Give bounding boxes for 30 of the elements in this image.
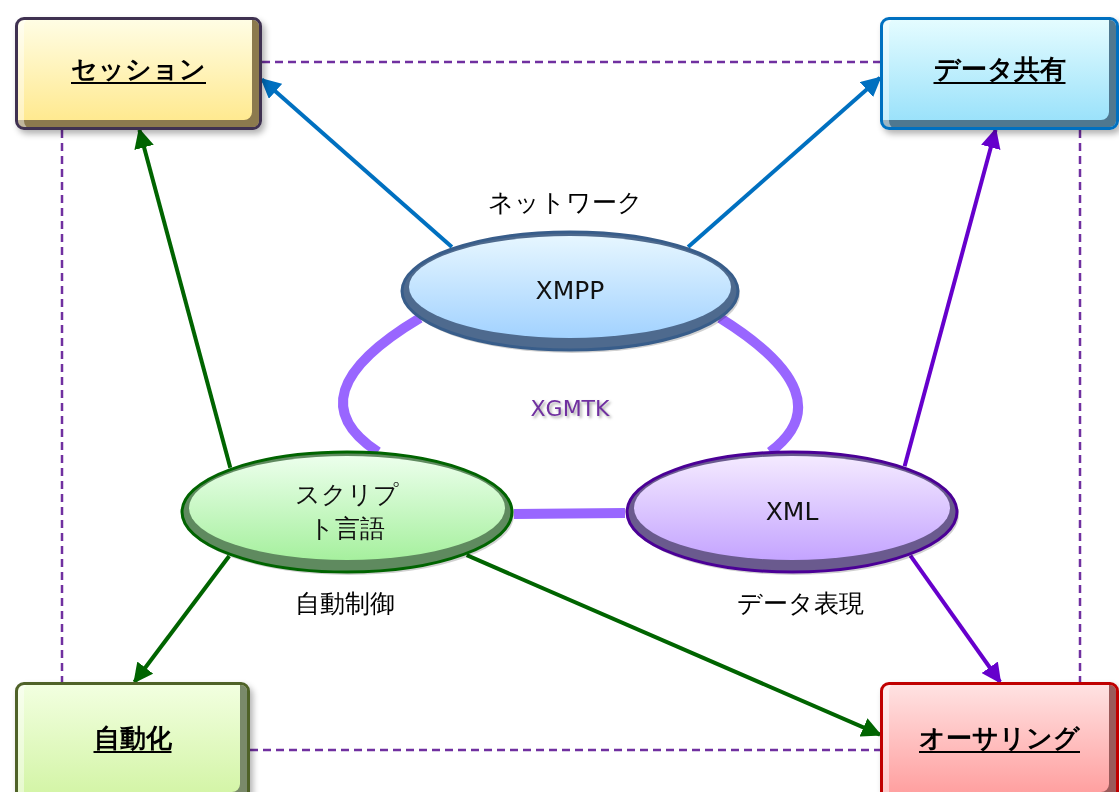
rounded-box xyxy=(15,682,250,792)
arrow xyxy=(902,128,1001,467)
rounded-box xyxy=(15,17,262,130)
connector-line xyxy=(513,508,626,519)
node-label: 自動化 xyxy=(93,721,172,755)
oval-node xyxy=(180,450,514,574)
connector-line xyxy=(60,130,64,682)
arrow xyxy=(134,128,233,469)
node-label: XMPP xyxy=(535,275,605,308)
arrow xyxy=(465,553,882,737)
node-label: セッション xyxy=(71,53,206,86)
arrow xyxy=(686,76,882,249)
node-label: スクリプト言語 xyxy=(294,479,400,545)
connector-line xyxy=(262,60,880,64)
arrow xyxy=(260,77,454,249)
node-label: データ共有 xyxy=(933,53,1066,86)
node-caption: 自動制御 xyxy=(295,587,395,620)
connector-line xyxy=(1078,130,1082,682)
oval-node xyxy=(625,450,959,574)
rounded-box xyxy=(880,17,1119,130)
ring-label: XGMTK xyxy=(530,395,610,421)
arrow xyxy=(908,554,1002,684)
oval-node xyxy=(400,230,740,352)
node-caption: ネットワーク xyxy=(487,186,643,219)
node-caption: データ表現 xyxy=(736,587,864,620)
node-label: XML xyxy=(765,496,819,529)
connector-line xyxy=(250,748,880,752)
arrow xyxy=(132,554,231,684)
rounded-box xyxy=(880,682,1119,792)
node-label: オーサリング xyxy=(919,721,1080,755)
